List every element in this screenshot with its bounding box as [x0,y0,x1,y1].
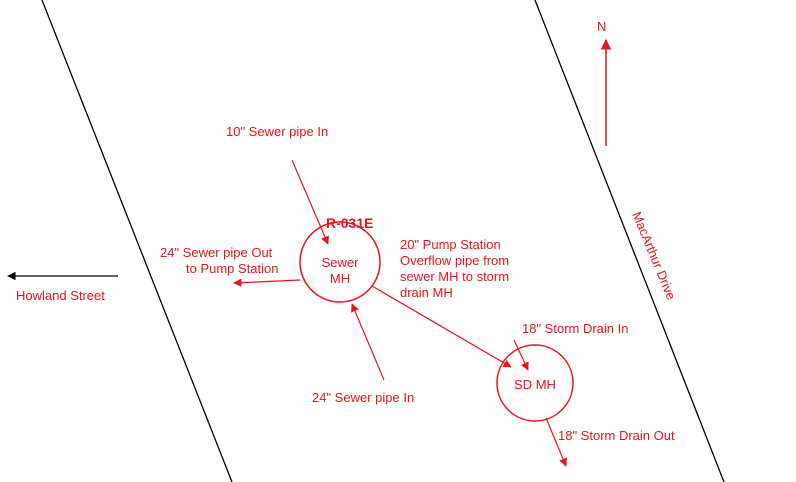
sewer-manhole [299,221,381,303]
storm-drain-in-18-label: 18" Storm Drain In [522,321,629,336]
sewer-pipe-out-24-label-line1: 24" Sewer pipe Out [160,245,273,260]
sewer-pipe-in-10-label: 10" Sewer pipe In [226,124,328,139]
sewer-manhole-label-line1: Sewer [322,255,360,270]
howland-street-label: Howland Street [16,288,105,303]
overflow-pipe-20-arrow [371,285,512,368]
overflow-pipe-20-label-line1: 20" Pump Station [400,237,501,252]
overflow-pipe-20-label-line2: Overflow pipe from [400,253,509,268]
street-edge-right [534,0,725,482]
sewer-pipe-in-24-label: 24" Sewer pipe In [312,390,414,405]
storm-drain-manhole-label: SD MH [514,377,556,392]
storm-drain-out-18-arrow [545,417,567,467]
north-label: N [597,19,606,34]
sewer-pipe-in-10-arrow [291,159,329,245]
sewer-pipe-in-24-arrow [351,303,385,381]
storm-drain-in-18-arrow [513,339,529,371]
street-edge-left [41,0,233,482]
overflow-pipe-20-label-line4: drain MH [400,285,453,300]
storm-drain-manhole [496,344,574,422]
macarthur-drive-label: MacArthur Drive [629,209,679,302]
sewer-pipe-out-24-label-line2: to Pump Station [186,261,279,276]
sewer-manhole-id: R-031E [326,215,373,231]
storm-drain-out-18-label: 18" Storm Drain Out [558,428,675,443]
sewer-pipe-out-24-arrow [233,278,301,287]
overflow-pipe-20-label-line3: sewer MH to storm [400,269,509,284]
sewer-manhole-label-line2: MH [330,271,350,286]
